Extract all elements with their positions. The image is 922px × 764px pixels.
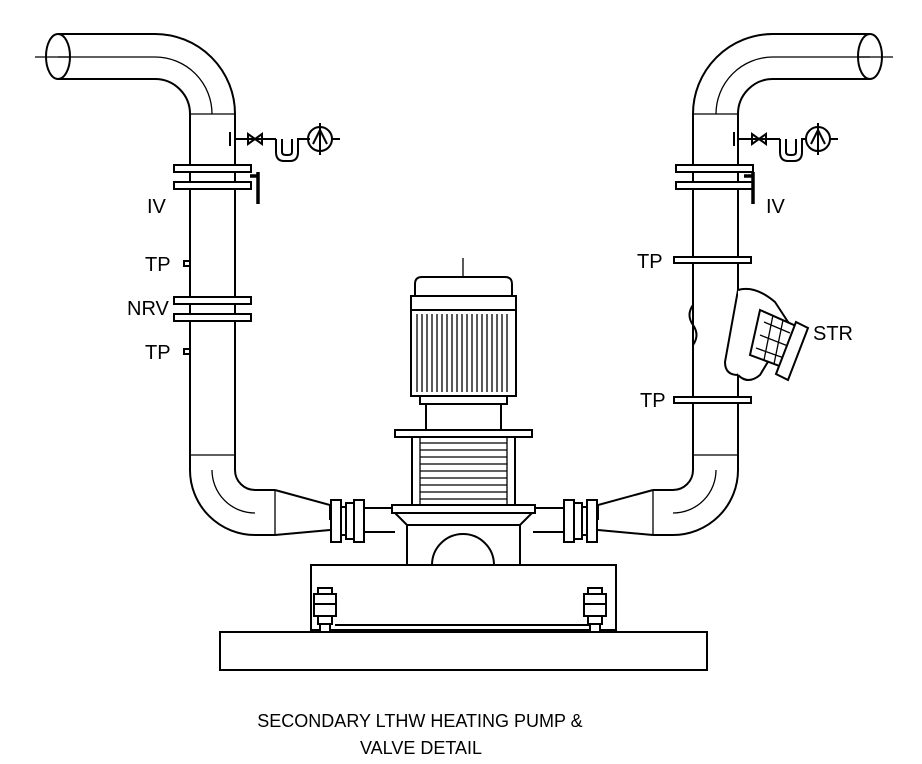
left-isolating-valve — [173, 164, 260, 204]
left-test-points — [183, 260, 191, 355]
left-anti-vibration-mount — [313, 587, 337, 633]
right-air-vent-gauge — [733, 123, 838, 162]
label-iv-left: IV — [147, 196, 167, 218]
caption-line-2: VALVE DETAIL — [360, 738, 482, 758]
label-tp-right-2: TP — [640, 390, 666, 412]
pump-coupling — [411, 436, 516, 506]
right-test-points — [673, 256, 752, 404]
label-iv-right: IV — [766, 196, 786, 218]
right-strainer — [688, 287, 810, 382]
right-pipe-run — [597, 33, 893, 536]
label-tp-right-1: TP — [637, 251, 663, 273]
label-tp-left-1: TP — [145, 254, 171, 276]
pump-base — [219, 564, 708, 671]
pump-motor — [394, 258, 533, 520]
label-str-right: STR — [813, 323, 853, 345]
caption-line-1: SECONDARY LTHW HEATING PUMP & — [257, 711, 582, 731]
right-flexible-connector — [533, 499, 598, 543]
label-tp-left-2: TP — [145, 342, 171, 364]
right-isolating-valve — [675, 164, 755, 204]
label-nrv-left: NRV — [127, 298, 170, 320]
left-pipe-run — [35, 33, 331, 536]
left-air-vent-gauge — [229, 123, 340, 162]
left-non-return-valve — [173, 296, 252, 322]
right-anti-vibration-mount — [583, 587, 607, 633]
left-flexible-connector — [330, 499, 395, 543]
pump-casing — [391, 504, 536, 566]
